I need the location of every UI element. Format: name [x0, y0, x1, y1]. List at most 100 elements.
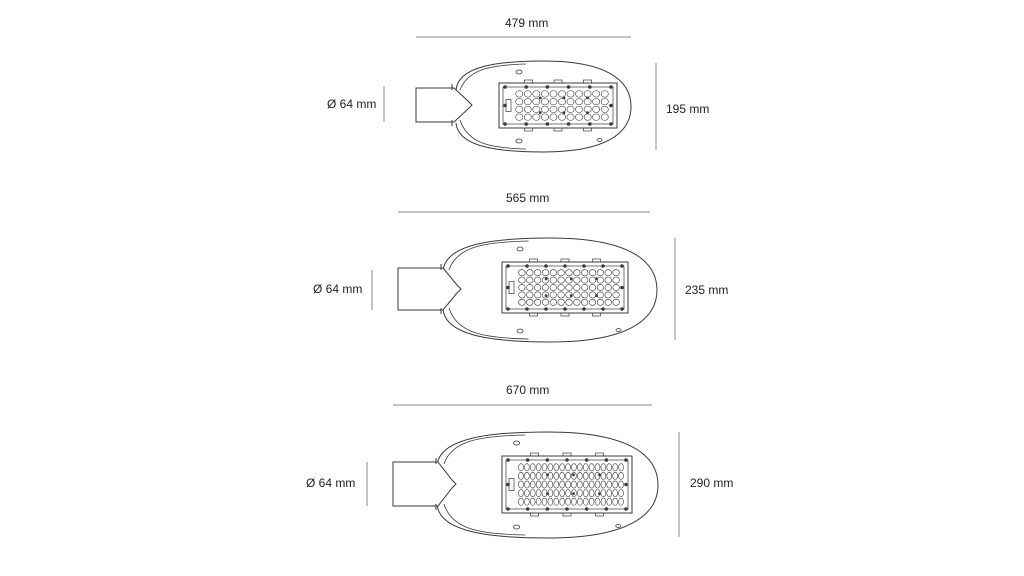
panel-screw	[545, 122, 550, 126]
led-panel-inner-frame	[502, 86, 614, 125]
led-lens	[571, 489, 577, 498]
diameter-label-large: Ø 64 mm	[306, 476, 356, 490]
panel-screw	[604, 507, 609, 511]
led-lens	[588, 276, 597, 284]
panel-screw	[624, 458, 628, 462]
led-lens	[532, 113, 541, 121]
panel-inner-screw	[586, 96, 589, 100]
led-lens	[600, 105, 609, 113]
panel-inner-screw	[595, 277, 598, 281]
panel-screw	[506, 507, 510, 511]
panel-screw	[545, 458, 550, 462]
led-lens	[524, 471, 530, 480]
height-label-medium: 235 mm	[685, 283, 729, 297]
led-lens	[588, 489, 595, 498]
led-lens	[618, 471, 624, 480]
led-lens	[592, 113, 601, 121]
panel-tab-top-1	[562, 452, 572, 457]
panel-screw	[604, 458, 609, 462]
led-lens	[565, 497, 571, 506]
led-lens	[596, 298, 604, 306]
led-lens	[549, 105, 558, 113]
panel-screw	[601, 307, 605, 311]
led-lens	[575, 90, 583, 98]
housing-screw-right	[596, 138, 603, 142]
led-lens	[541, 98, 549, 106]
led-lens	[573, 298, 581, 306]
panel-tab-bottom-1	[553, 127, 563, 132]
panel-screw	[524, 122, 528, 126]
led-lens	[518, 276, 526, 284]
led-lens	[518, 471, 524, 480]
panel-screw	[566, 85, 571, 89]
panel-screw	[620, 307, 624, 311]
led-lens	[518, 480, 524, 489]
led-lens	[535, 471, 542, 480]
led-lens	[606, 463, 613, 472]
housing-top-curve	[448, 240, 529, 271]
led-lens	[541, 463, 548, 472]
led-lens	[577, 471, 583, 480]
panel-screw	[525, 458, 530, 462]
panel-tab-bottom-2	[592, 312, 601, 317]
panel-tab-bottom-0	[530, 512, 539, 517]
diameter-label-small: Ø 64 mm	[327, 97, 377, 111]
luminaire-view-3	[366, 404, 680, 539]
panel-screw	[544, 307, 548, 311]
led-lens	[594, 497, 601, 506]
led-lens	[577, 463, 583, 472]
panel-inner-screw	[562, 96, 566, 100]
led-lens	[529, 480, 536, 489]
led-lens	[592, 105, 601, 113]
height-label-small: 195 mm	[666, 102, 710, 116]
panel-tab-bottom-0	[529, 312, 538, 317]
housing-outline	[436, 431, 659, 539]
led-lens	[518, 463, 524, 472]
panel-screw	[525, 507, 530, 511]
led-lens	[577, 489, 583, 498]
led-lens	[515, 105, 524, 113]
led-lens	[523, 90, 532, 98]
led-lens	[553, 497, 560, 506]
panel-inner-screw	[586, 111, 589, 115]
led-lens	[534, 269, 542, 277]
panel-screw	[506, 264, 510, 268]
led-lens	[565, 298, 573, 306]
led-lens	[558, 98, 566, 106]
panel-tab-bottom-1	[562, 512, 572, 517]
panel-screw	[565, 458, 569, 462]
led-lens	[604, 291, 612, 299]
led-lens	[557, 291, 565, 299]
led-lens	[592, 98, 601, 106]
led-lens	[592, 90, 601, 98]
panel-screw	[525, 307, 529, 311]
led-lens	[541, 90, 549, 98]
led-lens	[529, 463, 536, 472]
panel-screw	[503, 85, 507, 89]
led-lens	[566, 90, 575, 98]
led-lens	[529, 497, 536, 506]
panel-screw	[565, 507, 569, 511]
led-lens	[547, 480, 554, 489]
led-lens	[596, 284, 604, 291]
led-lens	[535, 463, 542, 472]
led-lens	[565, 489, 571, 498]
led-lens	[581, 269, 589, 277]
led-lens	[577, 480, 583, 489]
led-lens	[524, 480, 530, 489]
led-lens	[526, 284, 534, 291]
led-lens	[534, 298, 542, 306]
led-lens	[594, 463, 601, 472]
panel-tab-bottom-2	[595, 512, 604, 517]
height-label-large: 290 mm	[690, 476, 734, 490]
led-lens	[600, 497, 607, 506]
led-lens	[515, 90, 524, 98]
panel-tab-top-1	[553, 79, 563, 84]
led-lens	[518, 489, 524, 498]
led-lens	[523, 113, 532, 121]
led-lens	[541, 276, 550, 284]
led-lens	[541, 269, 550, 277]
led-lens	[581, 291, 589, 299]
led-lens	[612, 298, 620, 306]
panel-tab-top-2	[592, 258, 601, 263]
